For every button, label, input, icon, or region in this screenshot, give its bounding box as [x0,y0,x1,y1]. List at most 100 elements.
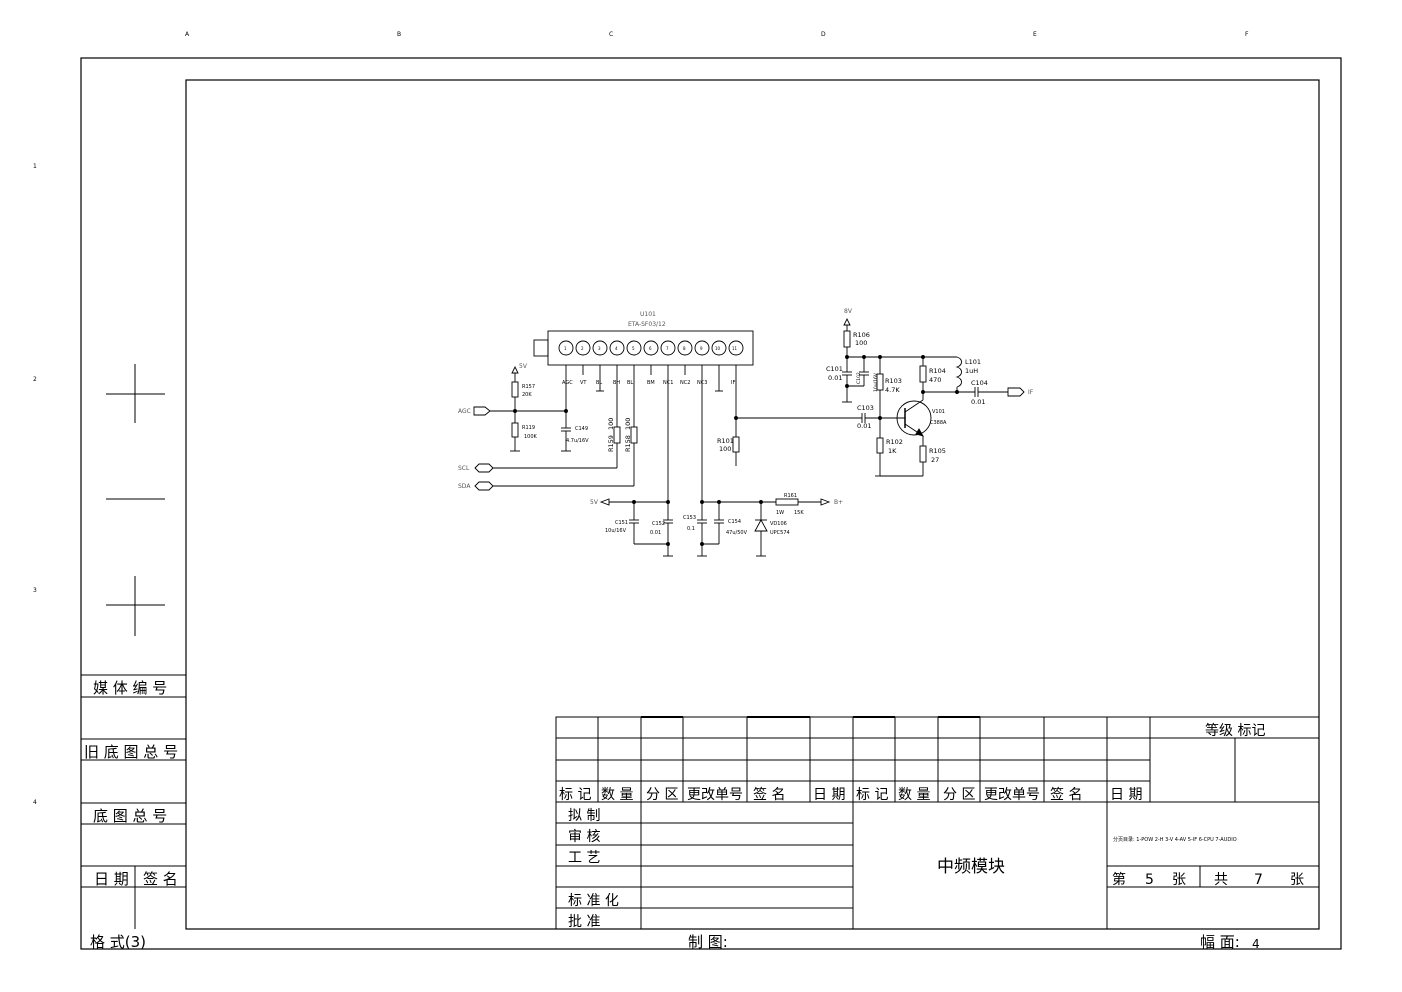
total-value: 7 [1254,872,1263,888]
row-mark: 1 [33,163,37,170]
r104 [919,365,927,383]
c152-value: 0.01 [650,530,661,536]
module-part: ETA-SF03/12 [628,321,666,328]
row-mark: 3 [33,587,37,594]
supply-5v: 5V [519,363,528,370]
sheet-value: 5 [1145,872,1154,888]
title-block [555,716,1320,930]
rev-header: 日 期 [813,787,845,803]
r105-value: 27 [931,456,939,464]
v101-value: C388A [930,420,947,426]
r105-ref: R105 [929,447,946,455]
pin-number: 11 [732,346,738,351]
page-catalog: 分页目录: 1-POW 2-H 3-V 4-AV 5-IF 6-CPU 7-AU… [1113,836,1237,843]
column-marks: A B C D E F [185,31,1249,38]
sheet-size-label: 幅 面: [1200,933,1240,951]
pin-number: 5 [632,346,635,351]
role-approve: 批 准 [568,914,600,930]
pin-name: BH [613,380,620,386]
r102 [876,437,884,454]
r101-value: 100 [719,445,731,453]
c103-value: 0.01 [857,422,871,430]
total-unit: 张 [1290,872,1304,888]
r157-ref: R157 [522,384,535,390]
sheet-prefix: 第 [1112,871,1126,888]
port-b-plus: B+ [834,499,843,506]
c101-value: 0.01 [828,374,842,382]
vd106-value: UPC574 [770,530,790,536]
r157-value: 20K [522,392,532,398]
r102-ref: R102 [886,438,903,446]
role-standard: 标 准 化 [568,893,619,909]
c104-value: 0.01 [971,398,985,406]
r158-value: 100 [624,418,632,430]
r119-ref: R119 [522,425,535,431]
supply-8v: 8V [844,308,853,315]
outer-frame [80,57,1342,950]
pin-name: NC1 [663,380,673,386]
drafted-label: 制 图: [688,933,728,951]
r159-value: 100 [607,418,615,430]
c101-ref: C101 [826,365,843,373]
grade-mark-label: 等级 标记 [1205,722,1265,739]
v101-ref: V101 [932,409,945,415]
c151-value: 10u/16V [605,528,627,534]
pin-number: 2 [581,346,584,351]
c153-value: 0.1 [687,526,695,532]
r119 [511,422,519,438]
c154-value: 47u/50V [726,530,748,536]
pin-name: NC3 [697,380,707,386]
rev-header: 签 名 [753,786,785,803]
rev-header: 分 区 [943,787,975,803]
r161-power: 1W [776,510,784,516]
pin-name: BL [627,380,633,386]
role-process: 工 艺 [568,850,600,866]
role-drafted: 拟 制 [568,808,600,824]
vd106-ref: VD106 [770,521,787,527]
r159-ref: R159 [607,435,615,452]
row-mark: 2 [33,376,37,383]
col-mark: F [1245,31,1249,38]
rev-header: 数 量 [898,787,930,803]
port-scl: SCL [458,465,470,472]
r158-ref: R158 [624,435,632,452]
pin-name: VT [580,380,587,386]
pin-name: BM [647,380,655,386]
sda-port [474,481,494,491]
pin-name: NC2 [680,380,690,386]
signature-label: 签 名 [143,870,178,888]
schematic [473,317,1025,557]
c153-ref: C153 [683,515,696,521]
scl-port [474,463,494,473]
pin-name: BL [596,380,602,386]
row-marks: 1 2 3 4 [33,163,37,806]
r106-ref: R106 [853,331,870,339]
rev-header: 更改单号 [687,787,743,803]
c151-ref: C151 [615,520,628,526]
fold-marks [106,364,165,636]
col-mark: B [397,31,401,38]
pin-number: 1 [564,346,567,351]
port-sda: SDA [458,483,471,490]
rev-header: 标 记 [559,787,591,803]
pin-number: 8 [683,346,686,351]
col-mark: C [609,31,613,38]
pin-number: 3 [598,346,601,351]
r106 [843,330,851,348]
c102-value: 10u/16V [873,372,879,392]
total-prefix: 共 [1214,872,1228,888]
pin-number: 7 [666,346,669,351]
l101-ref: L101 [965,358,981,366]
pin-name: IF [731,380,735,386]
r104-ref: R104 [929,367,946,375]
r103-ref: R103 [885,377,902,385]
pin-name: AGC [562,380,573,386]
tuner-module-connector [533,339,549,357]
r119-value: 100K [524,434,538,440]
agc-port [473,406,491,416]
b-plus-port [820,498,831,506]
base-total-label: 底 图 总 号 [93,807,167,825]
c149-ref: C149 [575,426,588,432]
pin-number: 4 [615,346,618,351]
